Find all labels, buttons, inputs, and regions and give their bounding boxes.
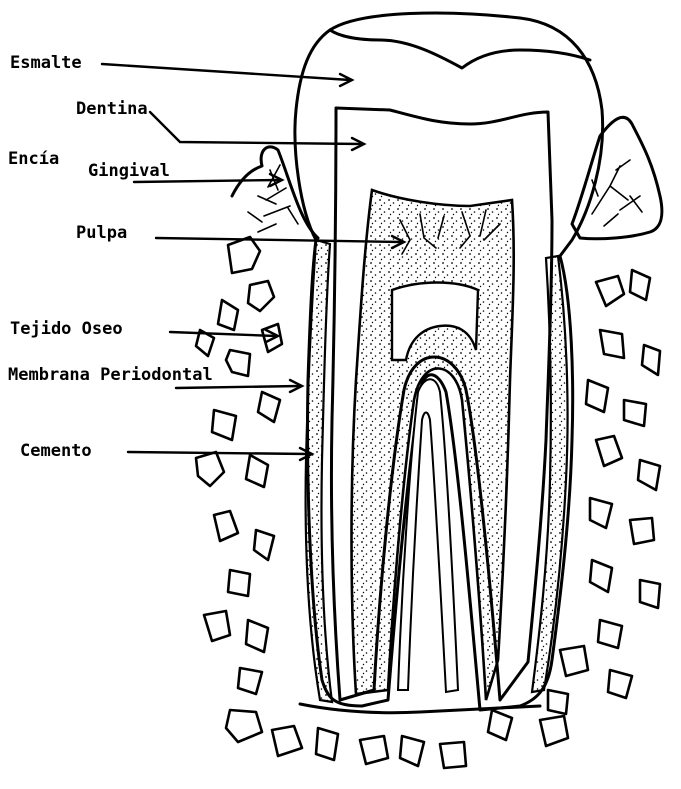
label-gingival: Gingival — [88, 161, 170, 181]
leader-tejido-oseo — [170, 332, 276, 336]
labels: Esmalte Dentina Encía Gingival Pulpa Tej… — [8, 53, 213, 461]
label-pulpa: Pulpa — [76, 223, 127, 243]
leader-esmalte — [102, 64, 350, 80]
label-tejido-oseo: Tejido Oseo — [10, 319, 123, 339]
label-cemento: Cemento — [20, 441, 92, 461]
leader-cemento — [128, 452, 310, 454]
label-encia: Encía — [8, 149, 59, 169]
label-membrana-periodontal: Membrana Periodontal — [8, 365, 213, 385]
tooth — [295, 13, 603, 713]
label-dentina: Dentina — [76, 99, 148, 119]
leader-pulpa — [156, 238, 402, 242]
leader-membrana-periodontal — [176, 386, 300, 388]
label-esmalte: Esmalte — [10, 53, 82, 73]
leader-dentina — [150, 112, 362, 144]
